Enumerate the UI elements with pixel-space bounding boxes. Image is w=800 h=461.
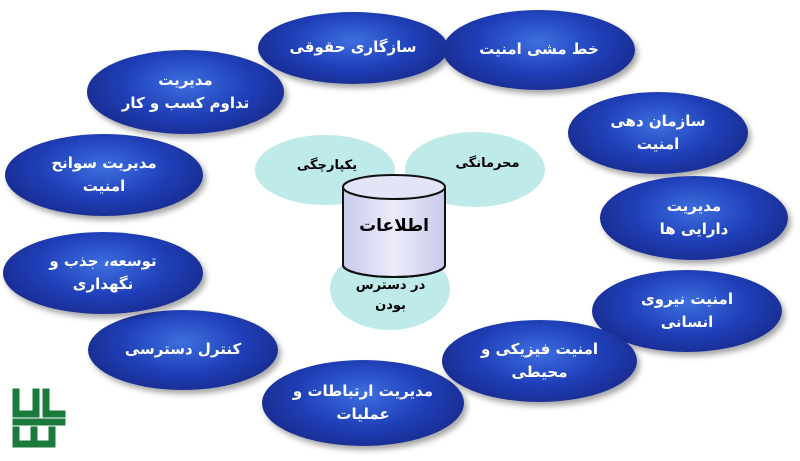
node-incident-management-label: مدیریت سوانح امنیت xyxy=(51,153,157,195)
logo-icon xyxy=(12,388,66,448)
node-development: توسعه، جذب و نگهداری xyxy=(3,232,203,314)
node-business-continuity: مدیریت تداوم کسب و کار xyxy=(87,50,284,134)
node-incident-management: مدیریت سوانح امنیت xyxy=(5,134,203,216)
node-physical-security: امنیت فیزیکی و محیطی xyxy=(442,320,637,402)
node-compliance: سازگاری حقوقی xyxy=(258,12,448,84)
node-compliance-label: سازگاری حقوقی xyxy=(289,38,417,57)
availability-label: در دسترس بودن xyxy=(355,278,426,313)
node-asset-management: مدیریت دارایی ها xyxy=(600,176,788,260)
center-label: اطلاعات xyxy=(359,216,429,236)
node-operations-label: مدیریت ارتباطات و عملیات xyxy=(292,381,434,423)
node-access-control: کنترل دسترسی xyxy=(88,310,278,390)
node-organization: سازمان دهی امنیت xyxy=(568,92,748,174)
node-asset-management-label: مدیریت دارایی ها xyxy=(659,196,729,238)
confidentiality-label: محرمانگی xyxy=(455,156,520,171)
node-organization-label: سازمان دهی امنیت xyxy=(610,111,706,153)
node-hr-security-label: امنیت نیروی انسانی xyxy=(641,289,733,331)
node-physical-security-label: امنیت فیزیکی و محیطی xyxy=(480,339,599,381)
node-policy-label: خط مشی امنیت xyxy=(479,40,599,59)
node-operations: مدیریت ارتباطات و عملیات xyxy=(262,360,464,446)
node-business-continuity-label: مدیریت تداوم کسب و کار xyxy=(121,70,250,112)
node-access-control-label: کنترل دسترسی xyxy=(124,340,242,359)
node-development-label: توسعه، جذب و نگهداری xyxy=(49,251,157,293)
integrity-label: یکپارچگی xyxy=(296,158,358,173)
node-policy: خط مشی امنیت xyxy=(443,10,635,90)
node-hr-security: امنیت نیروی انسانی xyxy=(592,270,782,352)
